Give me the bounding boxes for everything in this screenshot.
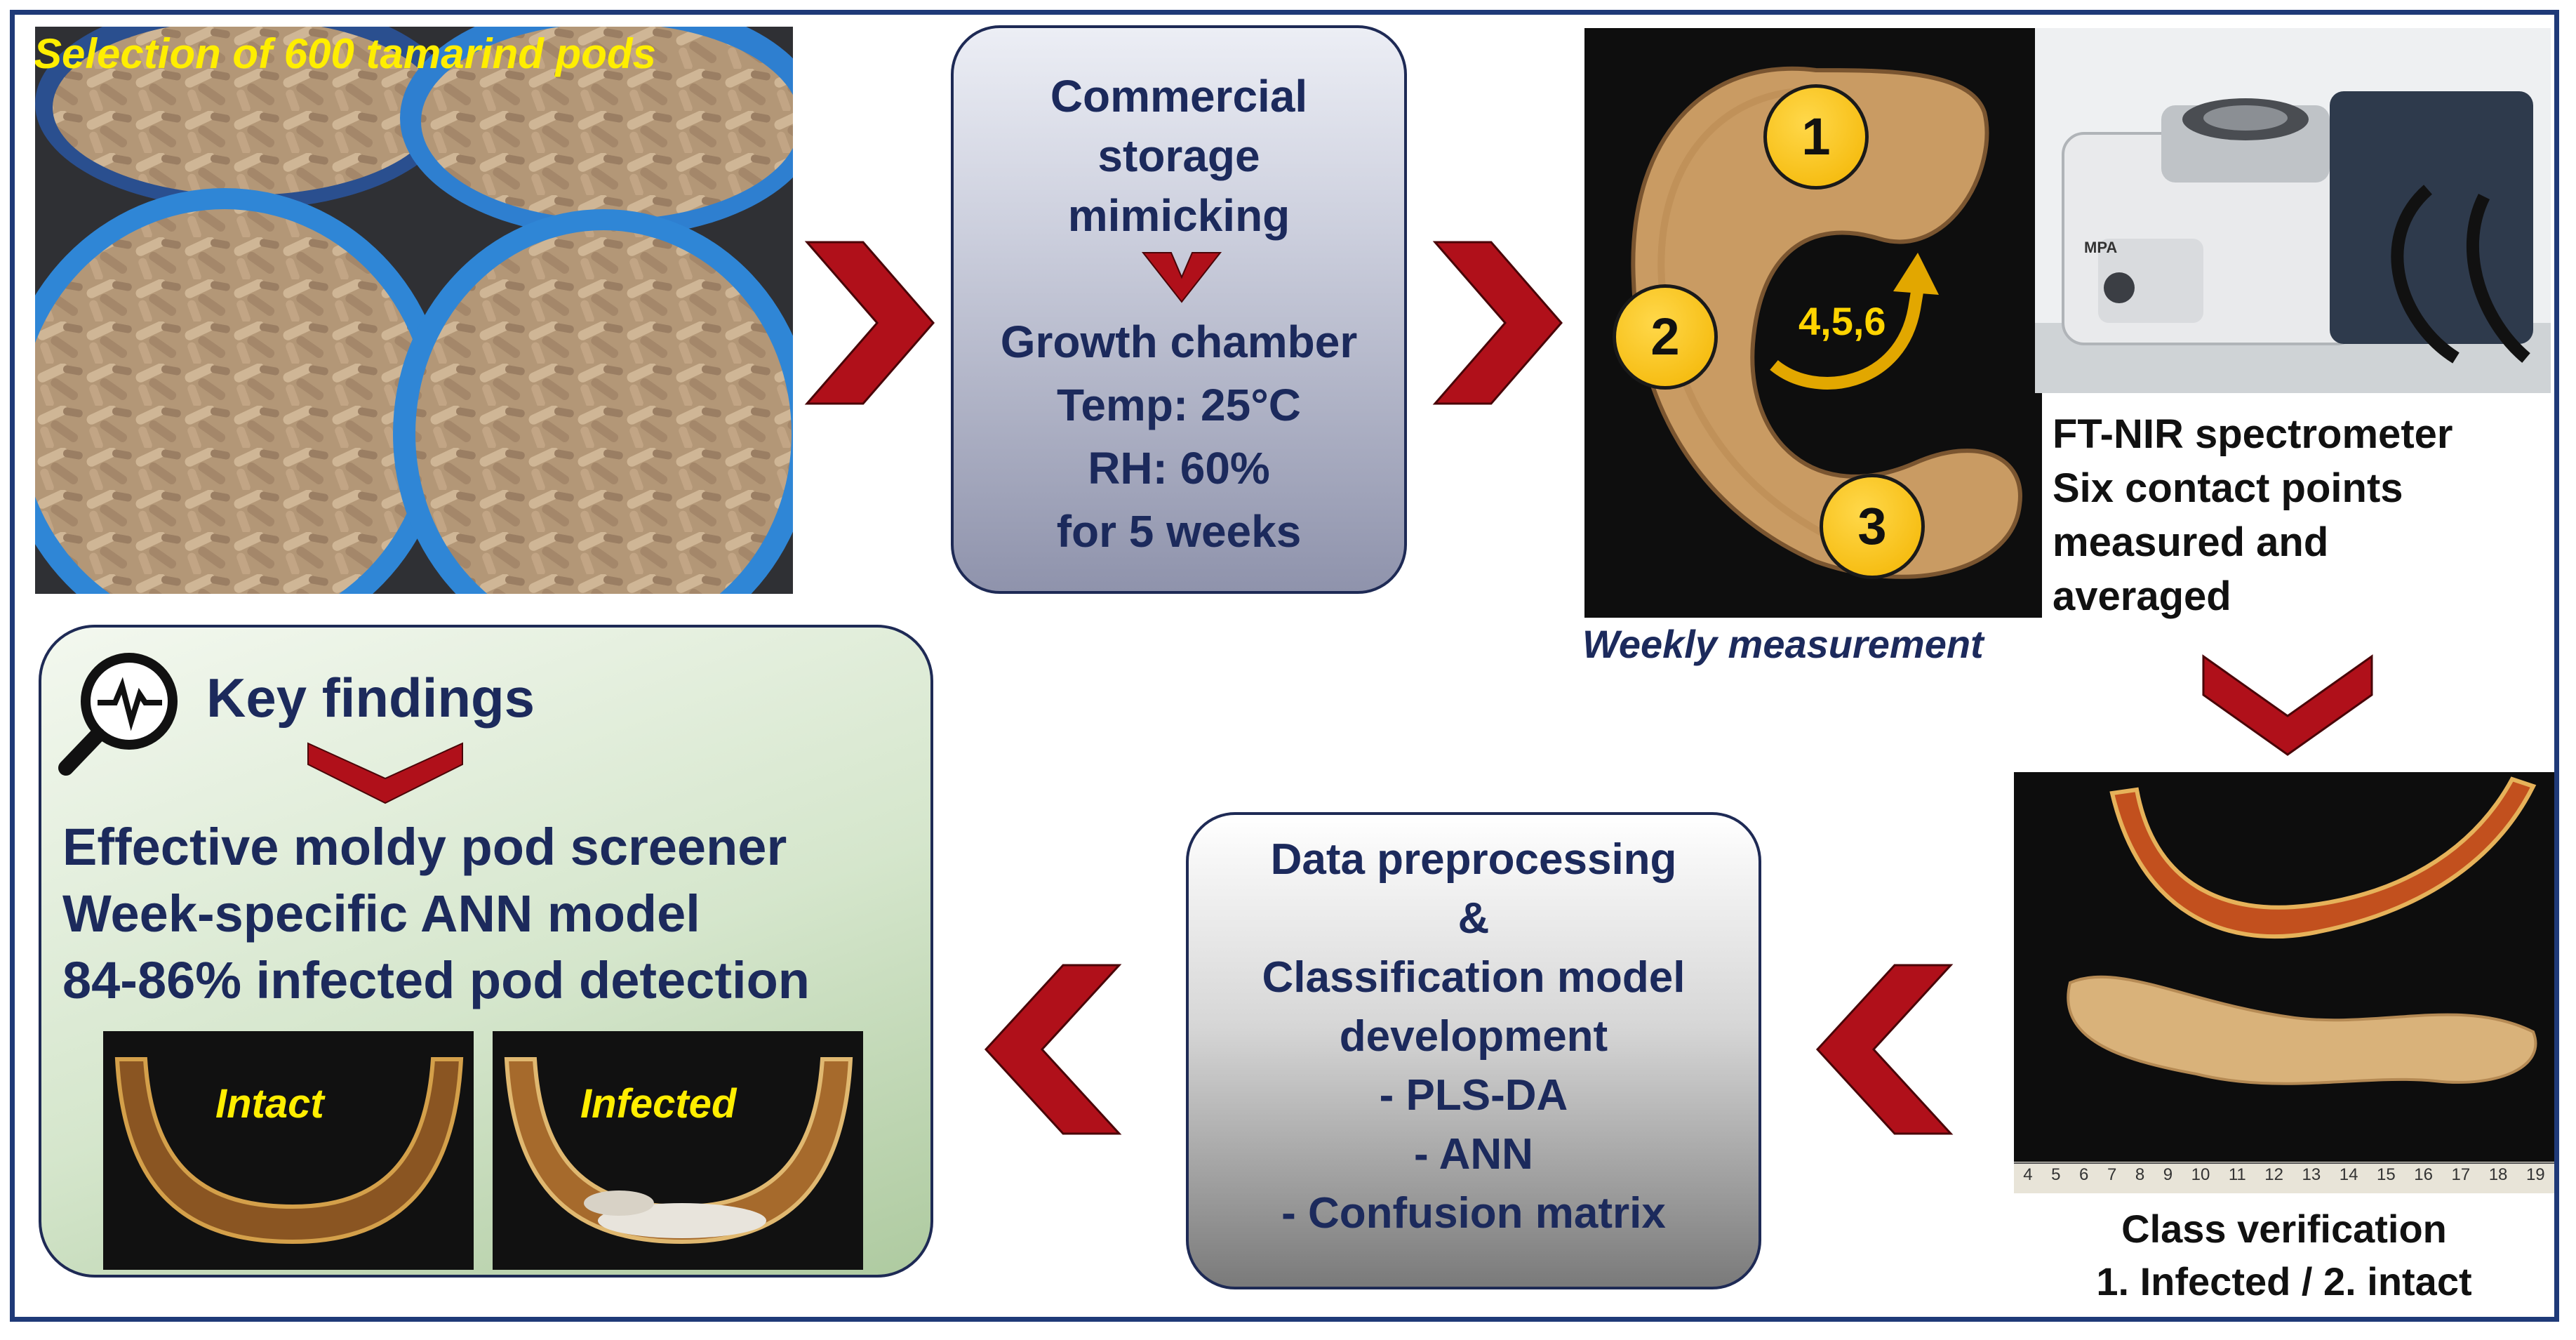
instrument-brand: MPA: [2084, 239, 2118, 256]
analysis-line-5: - PLS-DA: [1379, 1071, 1568, 1120]
ruler-tick: 17: [2451, 1165, 2471, 1184]
ruler-tick: 18: [2488, 1165, 2508, 1184]
ruler-tick: 6: [2079, 1165, 2089, 1184]
analysis-line-2: &: [1457, 894, 1490, 943]
finding-3: 84-86% infected pod detection: [62, 951, 810, 1009]
class-verification-line-1: Class verification: [2121, 1207, 2447, 1251]
analysis-line-1: Data preprocessing: [1270, 835, 1677, 884]
arrow-right-icon: [804, 241, 935, 405]
intact-label: Intact: [215, 1081, 324, 1127]
arrow-right-icon: [1432, 241, 1563, 405]
storage-line-2: storage: [1097, 131, 1260, 181]
finding-2: Week-specific ANN model: [62, 884, 700, 943]
ruler-tick: 10: [2191, 1165, 2210, 1184]
ruler-tick: 8: [2135, 1165, 2145, 1184]
ruler-tick: 12: [2264, 1165, 2283, 1184]
storage-line-5: Temp: 25°C: [1056, 380, 1302, 430]
ruler-tick: 15: [2377, 1165, 2396, 1184]
diagram-frame: [10, 10, 2559, 1322]
spectrometer-line-2: Six contact points: [2053, 465, 2403, 511]
key-findings-box: Key findings Effective moldy pod screene…: [39, 625, 933, 1278]
storage-line-7: for 5 weeks: [1056, 506, 1302, 557]
storage-line-4: Growth chamber: [1000, 317, 1358, 367]
measure-point-3: 3: [1820, 474, 1925, 579]
ruler: 4 5 6 7 8 9 10 11 12 13 14 15 16 17 18 1…: [2014, 1165, 2554, 1193]
finding-1: Effective moldy pod screener: [62, 818, 787, 876]
intact-pod-photo: Intact: [103, 1031, 474, 1270]
analysis-line-3: Classification model: [1262, 953, 1686, 1002]
ruler-tick: 16: [2414, 1165, 2433, 1184]
analysis-line-4: development: [1339, 1012, 1608, 1061]
ruler-tick: 9: [2163, 1165, 2173, 1184]
ruler-tick: 19: [2525, 1165, 2545, 1184]
key-findings-title: Key findings: [206, 667, 535, 729]
storage-line-1: Commercial: [1050, 71, 1308, 121]
infected-pod-photo: Infected: [493, 1031, 863, 1270]
spectrometer-line-4: averaged: [2053, 573, 2231, 619]
spectrometer-line-3: measured and: [2053, 519, 2329, 565]
ruler-tick: 11: [2228, 1165, 2246, 1184]
chevron-down-icon: [1141, 252, 1222, 303]
chevron-down-icon: [307, 742, 463, 804]
storage-line-3: mimicking: [1067, 190, 1290, 241]
rotation-label: 4,5,6: [1798, 299, 1886, 343]
measure-point-2: 2: [1613, 284, 1718, 390]
ruler-tick: 13: [2302, 1165, 2321, 1184]
tamarind-baskets-photo: Selection of 600 tamarind pods: [35, 27, 793, 594]
spectrometer-photo: MPA: [2035, 28, 2551, 393]
storage-line-6: RH: 60%: [1088, 443, 1270, 493]
spectrometer-line-1: FT-NIR spectrometer: [2053, 411, 2453, 457]
storage-conditions-box: Commercial storage mimicking Growth cham…: [951, 25, 1407, 594]
ruler-tick: 7: [2107, 1165, 2117, 1184]
step1-title: Selection of 600 tamarind pods: [35, 30, 656, 77]
tamarind-pod-photo: 1 2 3 4,5,6: [1584, 28, 2042, 618]
analysis-line-6: - ANN: [1414, 1130, 1533, 1179]
ruler-tick: 5: [2051, 1165, 2061, 1184]
infected-label: Infected: [580, 1081, 737, 1127]
magnifier-waveform-icon: [58, 653, 178, 776]
weekly-measurement-caption: Weekly measurement: [1582, 622, 1984, 666]
class-verification-photo: 4 5 6 7 8 9 10 11 12 13 14 15 16 17 18 1…: [2014, 772, 2554, 1193]
analysis-line-7: - Confusion matrix: [1281, 1189, 1666, 1238]
ruler-tick: 14: [2339, 1165, 2358, 1184]
arrow-down-icon: [2202, 654, 2373, 756]
ruler-tick: 4: [2023, 1165, 2033, 1184]
class-verification-line-2: 1. Infected / 2. intact: [2096, 1259, 2472, 1303]
rotation-arrow-icon: [1770, 253, 1939, 390]
measure-point-1: 1: [1763, 84, 1869, 190]
arrow-left-icon: [984, 964, 1122, 1135]
arrow-left-icon: [1815, 964, 1954, 1135]
data-analysis-box: Data preprocessing & Classification mode…: [1186, 812, 1761, 1289]
